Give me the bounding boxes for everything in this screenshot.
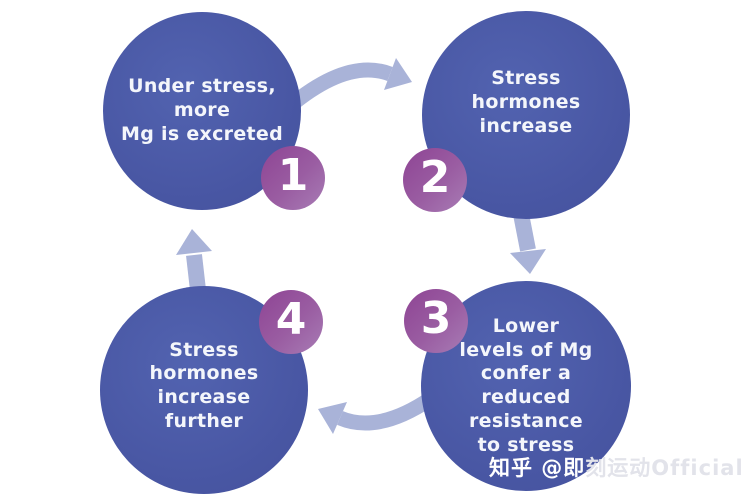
step-circle-1: Under stress, more Mg is excreted [103,12,301,210]
step-2-number: 2 [419,152,451,203]
watermark-white-part: 知乎 @即 [489,456,586,480]
step-1-number: 1 [277,150,309,201]
step-1-number-badge: 1 [261,146,325,210]
step-4-number: 4 [275,294,307,345]
step-circle-3: Lower levels of Mg confer a reduced resi… [421,281,631,491]
step-4-label: Stress hormones increase further [149,338,259,432]
step-2-number-badge: 2 [403,148,467,212]
watermark-gray-part: 刻运动Official [585,456,744,480]
arrow-step3-to-step4-icon [318,392,435,434]
step-3-number: 3 [420,293,452,344]
arrow-step2-to-step3-icon [510,212,546,274]
arrow-step4-to-step1-icon [176,229,212,291]
watermark-zhihu: 知乎 @即刻运动Official [489,452,744,482]
arrow-step1-to-step2-icon [285,58,412,112]
step-1-label: Under stress, more Mg is excreted [121,75,283,145]
step-3-number-badge: 3 [404,289,468,353]
step-4-number-badge: 4 [259,290,323,354]
step-3-label: Lower levels of Mg confer a reduced resi… [459,314,593,456]
step-2-label: Stress hormones increase [471,67,581,137]
